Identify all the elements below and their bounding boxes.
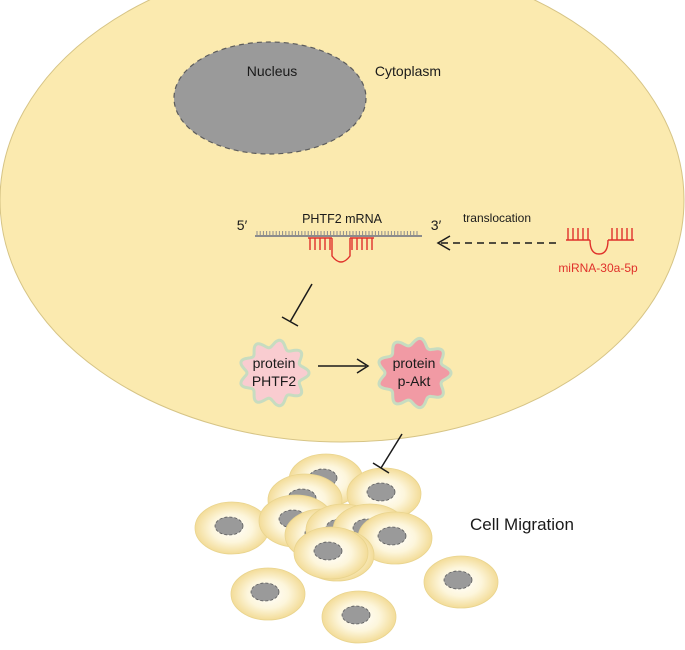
migrating-cell [293, 526, 369, 580]
protein-phtf2-line2: PHTF2 [252, 373, 297, 389]
nucleus [173, 41, 367, 155]
mrna-label: PHTF2 mRNA [302, 212, 383, 226]
protein-pakt-line2: p-Akt [398, 373, 431, 389]
migrating-cell [230, 567, 306, 621]
migrating-cell [357, 511, 433, 565]
free-mirna [566, 228, 634, 255]
protein-phtf2: protein PHTF2 [239, 338, 311, 408]
translocation-label: translocation [463, 211, 531, 225]
phtf2-mrna-strand [255, 231, 422, 237]
migrating-cells [194, 453, 499, 644]
cell-body [0, 0, 685, 443]
migrating-cell [194, 501, 270, 555]
activation-arrow [318, 358, 370, 374]
five-prime-label: 5′ [237, 217, 248, 233]
three-prime-label: 3′ [431, 217, 442, 233]
bound-mirna [308, 237, 374, 263]
protein-pakt: protein p-Akt [377, 336, 453, 410]
mirna-label: miRNA-30a-5p [558, 261, 638, 275]
inhibition-arrow-migration [372, 433, 403, 474]
inhibition-arrow-mrna [281, 283, 313, 327]
nucleus-label: Nucleus [247, 63, 298, 79]
cytoplasm-label: Cytoplasm [375, 63, 441, 79]
protein-phtf2-line1: protein [253, 355, 296, 371]
cell-migration-label: Cell Migration [470, 515, 574, 534]
translocation-arrow [436, 235, 556, 251]
protein-pakt-line1: protein [393, 355, 436, 371]
migrating-cell [423, 555, 499, 609]
migrating-cell [321, 590, 397, 644]
